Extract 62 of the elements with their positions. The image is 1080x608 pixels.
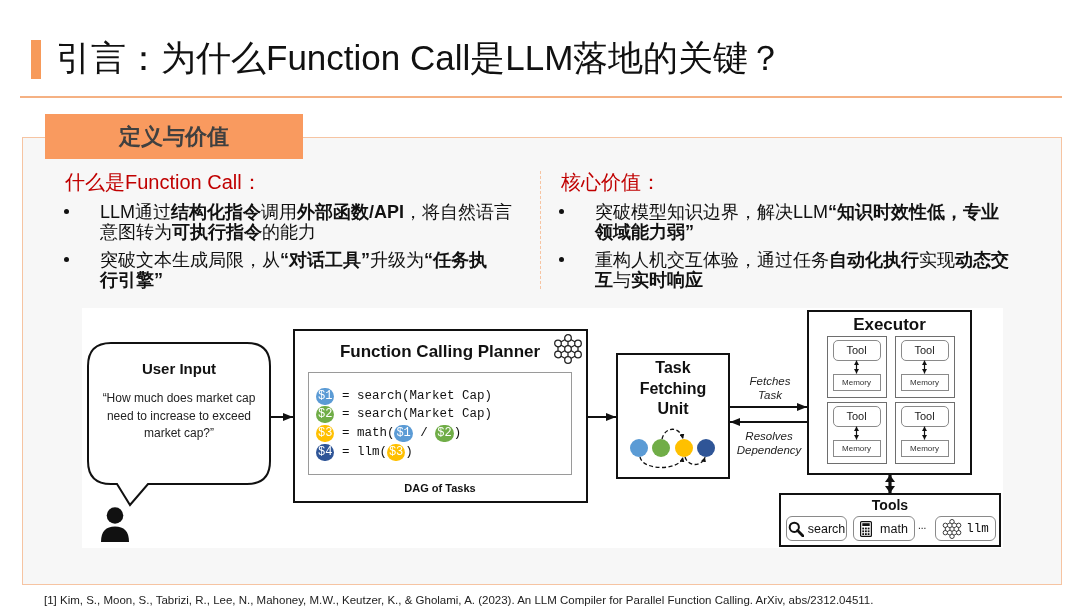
arrow <box>729 418 808 426</box>
code-box <box>308 372 572 475</box>
box-caption: DAG of Tasks <box>404 481 476 495</box>
dashed-arrow <box>661 428 684 440</box>
section-tab: 定义与价值 <box>45 114 303 159</box>
unit-box <box>616 353 730 479</box>
slide-title: 引言：为什么Function Call是LLM落地的关键？ <box>56 37 784 79</box>
task-circle <box>652 439 670 457</box>
person-icon <box>100 507 130 542</box>
executor-box <box>807 310 972 475</box>
task-circle <box>675 439 693 457</box>
box-title: Function Calling Planner <box>339 341 541 363</box>
speech-bubble <box>87 342 271 507</box>
double-arrow <box>854 425 859 441</box>
tool-name: llm <box>966 521 989 536</box>
tool-box: Tool <box>900 339 949 361</box>
bullet-text: 重构人机交互体验，通过任务自动化执行实现动态交互与实时响应 <box>595 251 1010 290</box>
double-arrow <box>922 425 927 441</box>
tool-box: Tool <box>900 405 949 427</box>
task-circle <box>697 439 715 457</box>
tool-box: Tool <box>832 405 881 427</box>
box-title: Tools <box>871 496 909 514</box>
double-arrow <box>922 359 927 375</box>
dashed-arrow <box>639 456 684 469</box>
arrow <box>729 403 808 411</box>
double-arrow <box>854 359 859 375</box>
worker-cell <box>895 336 955 398</box>
box-title: Executor <box>853 314 926 336</box>
memory-box: Memory <box>832 373 881 391</box>
worker-cell <box>827 402 887 464</box>
memory-box: Memory <box>832 439 881 457</box>
memory-box: Memory <box>900 373 949 391</box>
bullet-text: 突破模型知识边界，解决LLM“知识时效性低，专业领域能力弱” <box>595 203 1000 242</box>
tool-box: Tool <box>832 339 881 361</box>
tool-name: math <box>880 521 908 536</box>
code-line: $1 = search(Market Cap) <box>316 387 492 405</box>
tool-chip <box>786 516 847 541</box>
bullet-text: 突破文本生成局限，从“对话工具”升级为“任务执行引擎” <box>100 251 488 290</box>
arrow <box>587 413 617 421</box>
code-line: $4 = llm($3) <box>316 443 413 461</box>
section-heading: 核心价值： <box>561 170 661 194</box>
code-line: $3 = math($1 / $2) <box>316 424 462 442</box>
tool-chip <box>935 516 996 541</box>
memory-box: Memory <box>900 439 949 457</box>
ellipsis-text: ... <box>918 520 927 532</box>
unit-title: Task Fetching Unit <box>638 358 708 419</box>
task-circle <box>630 439 648 457</box>
citation-text: [1] Kim, S., Moon, S., Tabrizi, R., Lee, N., Mahoney, M.W., Keutzer, K., & Gholami, A. (2023). An LLM Compiler for Parallel Function Calling. ArXiv, abs/2312.04511. <box>44 593 874 608</box>
bubble-title: User Input <box>141 359 217 379</box>
double-arrow <box>885 475 895 493</box>
quote-text: “How much does market cap need to increase to exceed market cap?” <box>101 390 257 442</box>
bullet-text: LLM通过结构化指令调用外部函数/API，将自然语言意图转为可执行指令的能力 <box>100 203 514 242</box>
planner-box <box>293 329 588 503</box>
tool-name: search <box>807 521 846 536</box>
tool-chip <box>853 516 915 541</box>
section-heading: 什么是Function Call： <box>65 170 262 194</box>
tools-box <box>779 493 1001 547</box>
worker-cell <box>827 336 887 398</box>
dashed-arrow <box>684 456 706 466</box>
code-line: $2 = search(Market Cap) <box>316 405 492 423</box>
arrow <box>270 413 294 421</box>
worker-cell <box>895 402 955 464</box>
